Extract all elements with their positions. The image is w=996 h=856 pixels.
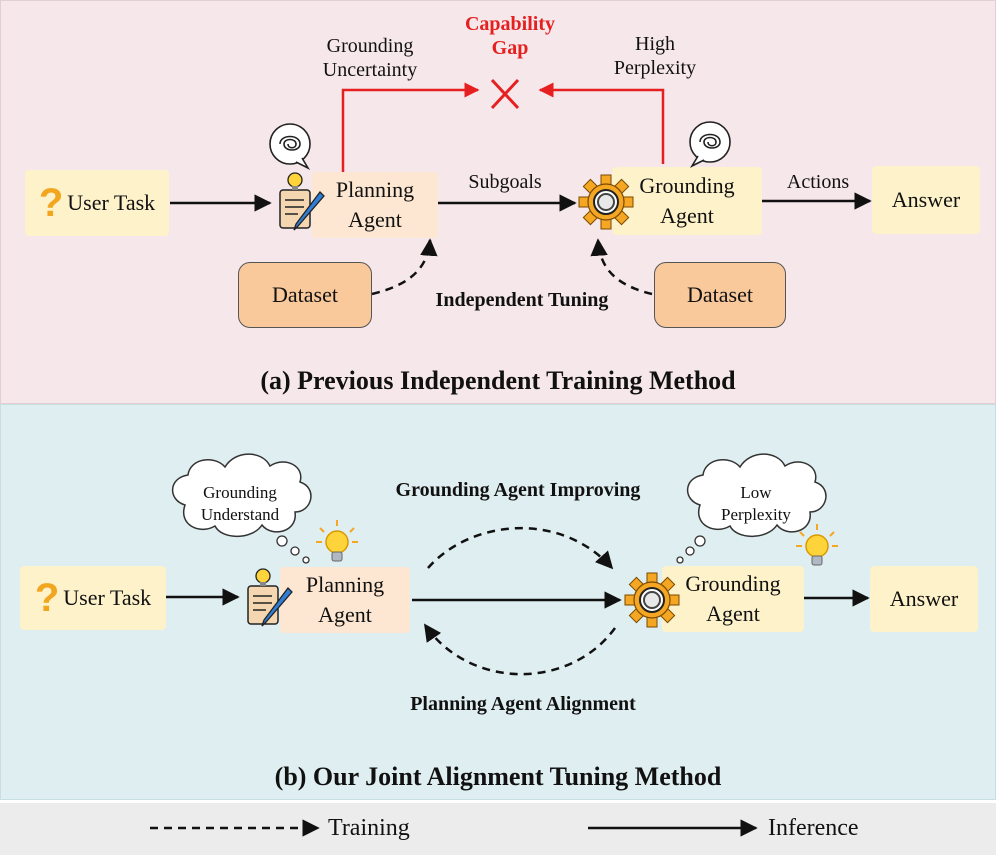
planning-lightbulb-pen-icon-b [247,568,293,627]
question-icon-b: ? [34,576,60,620]
capability-gap-line2: Gap [491,37,529,59]
independent-tuning-label: Independent Tuning [435,289,609,311]
panel-a-title: (a) Previous Independent Training Method [260,366,736,395]
grounding-uncertainty-line1: Grounding [326,35,414,57]
gear-icon-b [624,572,680,628]
cloud-right-text: Low Perplexity [696,482,816,526]
cloud-left-text: Grounding Understand [180,482,300,526]
planning-agent-line2-b: Agent [318,602,372,627]
high-perplexity-line2: Perplexity [613,57,697,79]
cloud-left-line1: Grounding [203,483,277,502]
dashed-tuning-left [371,238,438,296]
cloud-left [171,453,312,538]
dataset-label-left: Dataset [272,282,338,307]
subgoals-label: Subgoals [468,171,542,193]
gear-icon [578,174,634,230]
grounding-agent-line1-a: Grounding [639,173,735,198]
cloud-left-line2: Understand [200,505,280,524]
cloud-right-line1: Low [740,483,772,502]
actions-label: Actions [786,171,850,193]
answer-label-a: Answer [891,187,961,212]
planning-agent-line1-b: Planning [305,572,385,597]
answer-box-a: Answer [872,166,980,234]
red-arrow-right [538,82,665,164]
answer-label-b: Answer [889,586,959,611]
grounding-agent-improving-label: Grounding Agent Improving [395,479,641,501]
tangle-thought-icon-right [689,121,731,168]
grounding-agent-box-b: Grounding Agent [662,566,804,632]
planning-agent-box-a: Planning Agent [312,172,438,238]
cloud-right-line2: Perplexity [721,505,791,524]
dashed-tuning-right [590,238,653,296]
thought-trail-left [276,535,310,564]
grounding-uncertainty-line2: Uncertainty [322,59,418,81]
dataset-box-right: Dataset [654,262,786,328]
lightbulb-icon-right [796,524,838,566]
dashed-grounding-improving [427,527,614,570]
grounding-agent-line1-b: Grounding [685,571,781,596]
planning-lightbulb-pen-icon [279,172,325,231]
question-icon: ? [38,181,64,225]
planning-agent-alignment-label: Planning Agent Alignment [410,693,636,715]
user-task-label-a: User Task [67,190,156,215]
high-perplexity-line1: High [635,33,675,55]
dataset-box-left: Dataset [238,262,372,328]
thought-trail-right [676,535,706,564]
capability-gap-label: Capability Gap [440,12,580,60]
grounding-agent-line2-b: Agent [706,601,760,626]
panel-joint-method [0,404,996,800]
grounding-agent-box-a: Grounding Agent [612,167,762,235]
planning-agent-line1-a: Planning [335,177,415,202]
cloud-right [686,453,827,538]
red-arrow-left [341,82,480,172]
panel-b-title: (b) Our Joint Alignment Tuning Method [274,762,722,791]
grounding-agent-line2-a: Agent [660,203,714,228]
answer-box-b: Answer [870,566,978,632]
legend-training-label: Training [328,815,410,841]
user-task-label-b: User Task [63,585,152,610]
lightbulb-icon [316,520,358,562]
planning-agent-line2-a: Agent [348,207,402,232]
dataset-label-right: Dataset [687,282,753,307]
planning-agent-box-b: Planning Agent [280,567,410,633]
user-task-box-b: ? User Task [20,566,166,630]
cross-icon [490,78,520,110]
grounding-uncertainty-label: Grounding Uncertainty [300,34,440,82]
legend-inference-label: Inference [768,815,859,841]
high-perplexity-label: High Perplexity [600,32,710,80]
dashed-planning-alignment [423,623,617,676]
capability-gap-line1: Capability [464,13,556,35]
tangle-thought-icon [269,123,311,170]
user-task-box-a: ? User Task [25,170,169,236]
